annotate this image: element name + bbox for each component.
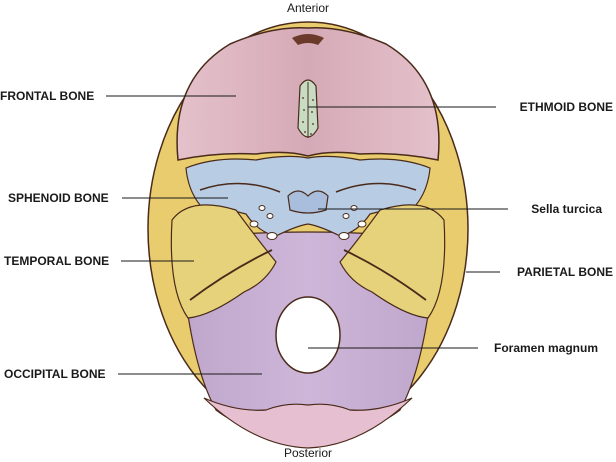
frontal-crest xyxy=(292,34,324,45)
orientation-anterior: Anterior xyxy=(286,1,330,15)
leader-lines xyxy=(106,95,508,375)
frontal-bone-label: FRONTAL BONE xyxy=(0,89,95,103)
cranial-foramina xyxy=(249,205,367,240)
occipital-bone-label: OCCIPITAL BONE xyxy=(4,367,106,381)
cribriform-dots xyxy=(302,97,314,135)
temporal-bone-left xyxy=(170,204,277,319)
sphenoid-bone-label: SPHENOID BONE xyxy=(8,191,109,205)
foramen-magnum-shape xyxy=(275,296,341,374)
parietal-bone-label: PARIETAL BONE xyxy=(516,265,613,279)
sella-turcica-shape xyxy=(287,190,329,214)
temporal-bone-right xyxy=(339,204,446,319)
petrous-ridge-right xyxy=(343,249,427,301)
petrous-ridge-left xyxy=(189,249,273,301)
temporal-bone-label: TEMPORAL BONE xyxy=(4,254,110,268)
orientation-posterior: Posterior xyxy=(283,446,333,460)
sphenoid-lesser-wing-left xyxy=(199,182,281,193)
occipital-rim xyxy=(203,397,413,449)
foramen-magnum-label: Foramen magnum xyxy=(493,341,598,355)
sella-turcica-label: Sella turcica xyxy=(531,202,602,216)
sphenoid-lesser-wing-right xyxy=(335,182,417,193)
ethmoid-bone-label: ETHMOID BONE xyxy=(519,100,613,114)
